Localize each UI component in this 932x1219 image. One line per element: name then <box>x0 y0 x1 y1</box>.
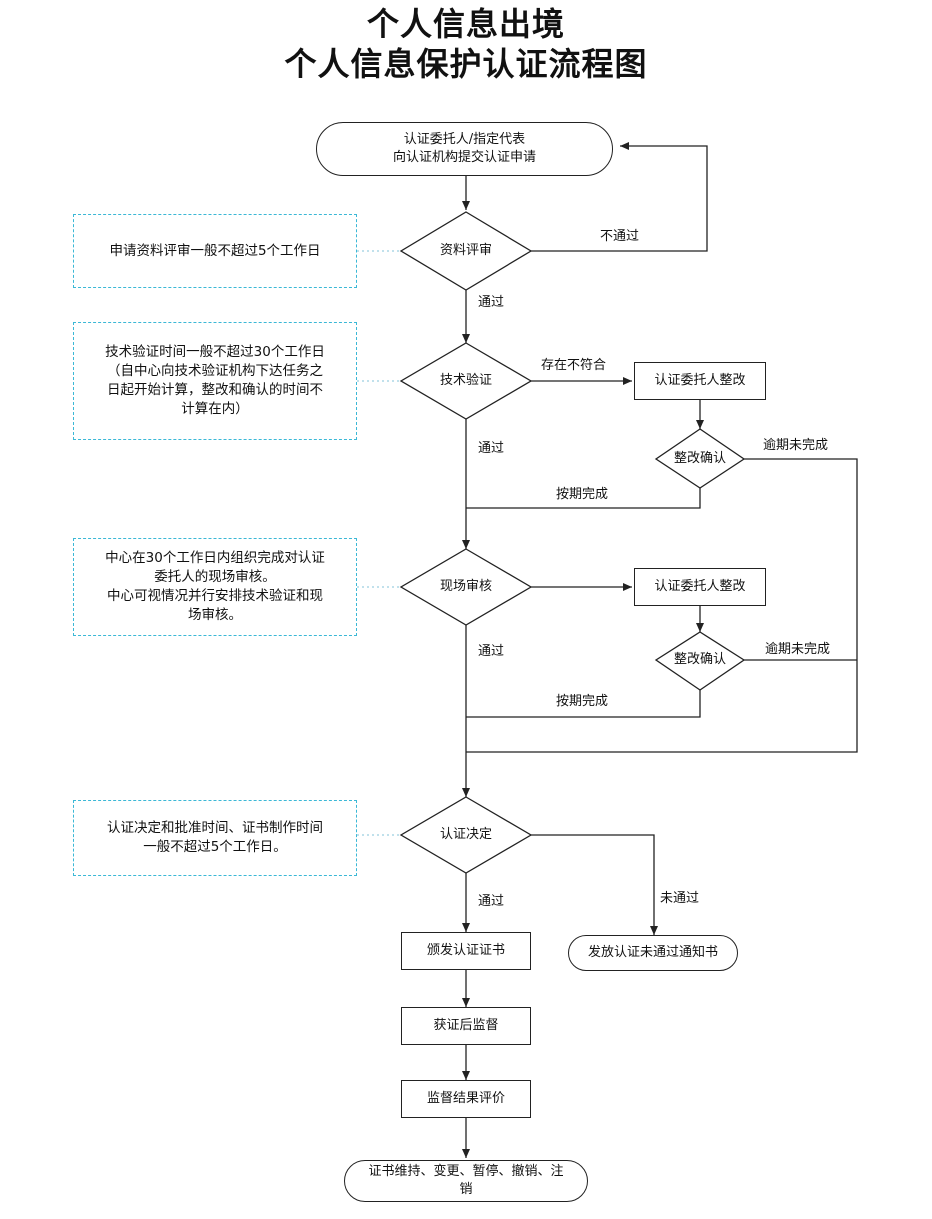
not-passed-notice-terminal: 发放认证未通过通知书 <box>568 935 738 971</box>
note-tech-line-1: 技术验证时间一般不超过30个工作日 <box>105 344 325 360</box>
decision-label: 认证决定 <box>439 827 492 842</box>
post-supervision-box: 获证后监督 <box>401 1007 531 1045</box>
edge-decision-not-passed <box>531 834 658 935</box>
note-decision-line-1: 认证决定和批准时间、证书制作时间 <box>107 820 323 836</box>
supervision-eval-box: 监督结果评价 <box>401 1080 531 1118</box>
note-tech-line-3: 日起开始计算，整改和确认的时间不 <box>107 382 323 398</box>
end-line-2: 销 <box>459 1182 473 1197</box>
rectify-2-box: 认证委托人整改 <box>634 568 766 606</box>
note-audit-line-3: 中心可视情况并行安排技术验证和现 <box>107 588 323 604</box>
note-audit-line-2: 委托人的现场审核。 <box>154 569 276 585</box>
diamond-onsite-audit <box>399 548 533 626</box>
end-line-1: 证书维持、变更、暂停、撤销、注 <box>368 1164 564 1179</box>
edge-label-pass-1: 通过 <box>478 295 505 310</box>
note-decision-line-2: 一般不超过5个工作日。 <box>143 839 287 855</box>
diamond-decision <box>399 796 533 874</box>
diamond-doc-review <box>399 211 533 291</box>
rectify-1-box: 认证委托人整改 <box>634 362 766 400</box>
edge-label-pass-3: 通过 <box>478 644 505 659</box>
edge-label-overdue-1: 逾期未完成 <box>763 438 829 453</box>
edge-label-overdue-2: 逾期未完成 <box>765 642 831 657</box>
note-tech-line-2: （自中心向技术验证机构下达任务之 <box>107 363 323 379</box>
doc-review-label: 资料评审 <box>439 243 492 258</box>
note-audit-line-1: 中心在30个工作日内组织完成对认证 <box>105 550 325 566</box>
edge-confirm2-on-time <box>466 690 701 718</box>
note-audit-time: 中心在30个工作日内组织完成对认证 委托人的现场审核。 中心可视情况并行安排技术… <box>73 538 357 636</box>
edge-label-on-time-1: 按期完成 <box>556 487 609 502</box>
edge-label-not-passed-review: 不通过 <box>600 229 640 244</box>
onsite-audit-label: 现场审核 <box>439 579 492 594</box>
diamond-tech-verify <box>399 342 533 420</box>
edge-label-pass-2: 通过 <box>478 441 505 456</box>
start-line-2: 向认证机构提交认证申请 <box>392 150 536 165</box>
note-tech-line-4: 计算在内） <box>181 401 249 417</box>
note-decision-time: 认证决定和批准时间、证书制作时间 一般不超过5个工作日。 <box>73 800 357 876</box>
start-terminal: 认证委托人/指定代表 向认证机构提交认证申请 <box>316 122 613 176</box>
edge-label-nonconformity: 存在不符合 <box>541 358 607 373</box>
confirm-2-label: 整改确认 <box>673 652 726 667</box>
note-audit-line-4: 场审核。 <box>188 607 242 623</box>
page-title-line1: 个人信息出境 <box>366 5 565 43</box>
edge-label-pass-4: 通过 <box>478 894 505 909</box>
page-title-line2: 个人信息保护认证流程图 <box>284 45 648 83</box>
issue-cert-box: 颁发认证证书 <box>401 932 531 970</box>
note-review-line: 申请资料评审一般不超过5个工作日 <box>109 242 321 259</box>
edge-label-on-time-2: 按期完成 <box>556 694 609 709</box>
edge-review-not-passed <box>531 142 708 252</box>
confirm-1-label: 整改确认 <box>673 451 726 466</box>
diamond-confirm-1 <box>654 428 746 489</box>
note-review-time: 申请资料评审一般不超过5个工作日 <box>73 214 357 288</box>
edge-confirm1-overdue <box>466 458 858 753</box>
end-terminal: 证书维持、变更、暂停、撤销、注 销 <box>344 1160 588 1202</box>
note-tech-time: 技术验证时间一般不超过30个工作日 （自中心向技术验证机构下达任务之 日起开始计… <box>73 322 357 440</box>
edge-confirm1-on-time <box>466 488 701 509</box>
diamond-confirm-2 <box>654 631 746 691</box>
edge-label-not-passed-decision: 未通过 <box>660 891 700 906</box>
tech-verify-label: 技术验证 <box>439 373 492 388</box>
start-line-1: 认证委托人/指定代表 <box>403 132 526 147</box>
